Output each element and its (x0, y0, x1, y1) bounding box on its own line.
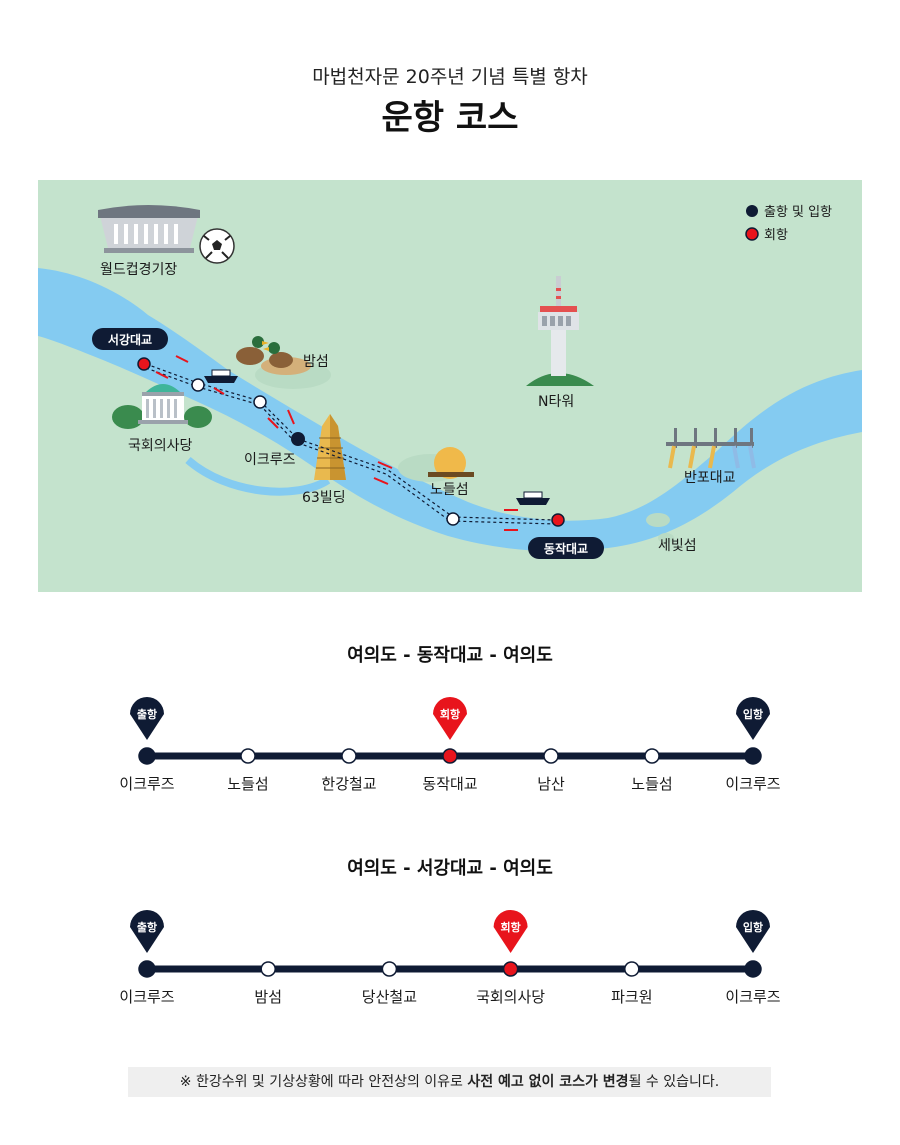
route-pin-label: 입항 (743, 920, 763, 934)
han-river (38, 268, 862, 552)
route-pin-label: 회항 (500, 920, 520, 934)
route-pin-label: 입항 (743, 707, 763, 721)
marker-seogang-turn (137, 357, 151, 371)
legend-label-turn: 회항 (764, 228, 788, 243)
ship-icon-2 (516, 491, 550, 505)
sebitseom-island-2 (658, 533, 674, 543)
route-pin-label: 출항 (137, 920, 157, 934)
course-map: 월드컵경기장 밤섬 N타워 (38, 180, 862, 592)
label-63-building: 63빌딩 (302, 490, 346, 506)
route-stop-marker (341, 748, 357, 764)
route-pin-label: 출항 (137, 707, 157, 721)
label-bamseom: 밤섬 (303, 354, 329, 370)
route-stop-label: 노들섬 (227, 775, 268, 793)
n-tower-icon (526, 276, 594, 386)
route-stop-marker (381, 961, 398, 977)
soccer-ball-icon (199, 228, 235, 264)
tag-seogang-bridge: 서강대교 (92, 328, 168, 350)
notice-emphasis: 사전 예고 없이 코스가 변경 (467, 1074, 629, 1090)
route-stop-label: 이크루즈 (119, 775, 174, 793)
route-stop-marker (502, 961, 519, 977)
route-stop-marker (260, 961, 276, 977)
label-nodeulseom: 노들섬 (430, 482, 469, 498)
stadium-icon (98, 205, 200, 253)
map-legend: 출항 및 입항 회항 (745, 205, 832, 243)
side-channel (185, 456, 331, 496)
route-pin-navy: 출항 (130, 696, 165, 740)
route-stop-marker (644, 748, 660, 764)
route-stop-label: 파크원 (611, 988, 652, 1006)
route-stop-marker (138, 747, 156, 765)
banpo-bridge-icon (666, 428, 756, 469)
marker-stop (191, 378, 205, 392)
tag-dongjak-bridge: 동작대교 (528, 537, 604, 559)
route-stop-label: 당산철교 (362, 988, 417, 1006)
route-stop-label: 이크루즈 (725, 988, 780, 1006)
duck-icon (236, 336, 311, 375)
sebitseom-island-1 (646, 513, 670, 527)
label-sebitseom: 세빛섬 (658, 538, 697, 554)
label-banpo-bridge: 반포대교 (684, 470, 736, 486)
route-stop-marker (138, 960, 156, 978)
route-stop-marker (442, 748, 458, 764)
building-63-icon (314, 414, 346, 480)
route-path-dongjak (297, 438, 557, 525)
route-stop-label: 이크루즈 (725, 775, 780, 793)
route-pin-navy: 출항 (130, 909, 165, 953)
route-stop-marker (744, 747, 762, 765)
route-stop-label: 노들섬 (631, 775, 672, 793)
marker-dongjak-turn (551, 513, 565, 527)
marker-stop (446, 512, 460, 526)
marker-ecruise-dock (291, 432, 305, 446)
page-title: 운항 코스 (381, 98, 519, 138)
legend-navy-dot (746, 205, 758, 217)
page-subtitle: 마법천자문 20주년 기념 특별 항차 (312, 66, 588, 88)
marker-stop (253, 395, 267, 409)
label-n-tower: N타워 (538, 394, 574, 410)
route-stop-label: 밤섬 (254, 988, 282, 1006)
notice-box: ※ 한강수위 및 기상상황에 따라 안전상의 이유로 사전 예고 없이 코스가 … (128, 1067, 771, 1097)
notice-suffix: 될 수 있습니다. (628, 1074, 720, 1090)
notice-prefix: ※ 한강수위 및 기상상황에 따라 안전상의 이유로 (179, 1074, 468, 1090)
label-world-cup-stadium: 월드컵경기장 (100, 262, 177, 278)
route-path-seogang (145, 363, 299, 444)
ship-icon (204, 369, 238, 383)
route-2-title: 여의도 - 서강대교 - 여의도 (347, 858, 553, 879)
label-national-assembly: 국회의사당 (128, 438, 193, 454)
route-stop-label: 남산 (537, 775, 565, 793)
route-stop-label: 이크루즈 (119, 988, 174, 1006)
svg-text:서강대교: 서강대교 (108, 332, 152, 347)
route-stop-marker (240, 748, 256, 764)
legend-red-dot (745, 227, 759, 241)
assembly-building-icon (112, 384, 212, 429)
route-stop-label: 동작대교 (422, 775, 477, 793)
route-stop-marker (624, 961, 640, 977)
route-stop-label: 한강철교 (321, 775, 376, 793)
route-stop-marker (543, 748, 559, 764)
route-pin-label: 회항 (440, 707, 460, 721)
route-pin-turn: 회항 (433, 697, 467, 740)
legend-label-depart: 출항 및 입항 (764, 205, 832, 220)
route-pin-navy: 입항 (736, 910, 770, 953)
route-1-title: 여의도 - 동작대교 - 여의도 (347, 645, 553, 666)
route-pin-turn: 회항 (493, 909, 528, 953)
route-pin-navy: 입항 (736, 697, 770, 740)
svg-text:동작대교: 동작대교 (544, 541, 588, 556)
route-stop-marker (744, 960, 762, 978)
label-ecruise: 이크루즈 (244, 452, 296, 468)
route-arrows (155, 355, 518, 531)
nodeul-island-icon (428, 447, 474, 479)
route-stop-label: 국회의사당 (476, 988, 545, 1006)
